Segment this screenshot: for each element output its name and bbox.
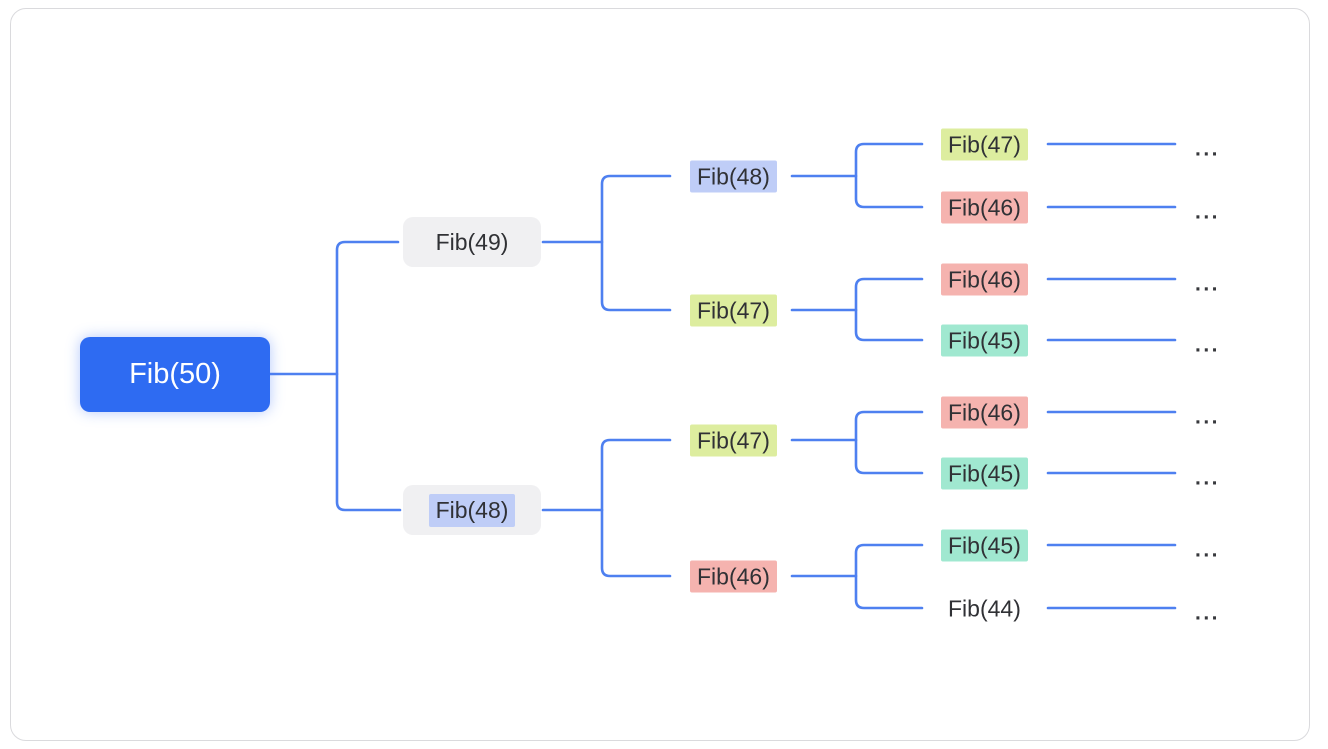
node-fib48: Fib(48) [690,160,777,193]
node-fib46: Fib(46) [941,191,1028,224]
ellipsis: ... [1195,538,1221,562]
ellipsis: ... [1195,405,1221,429]
node-fib48-memo: Fib(48) [403,485,541,535]
node-fib49: Fib(49) [403,217,541,267]
node-label: Fib(45) [941,457,1028,490]
node-fib47: Fib(47) [690,294,777,327]
ellipsis: ... [1195,601,1221,625]
ellipsis: ... [1195,333,1221,357]
connector-path [335,240,402,512]
connector-path [600,438,672,578]
node-fib47: Fib(47) [941,128,1028,161]
connector-path [854,277,924,342]
node-label: Fib(47) [690,294,777,327]
connector-path [600,174,672,312]
node-fib45: Fib(45) [941,457,1028,490]
node-label: Fib(46) [941,191,1028,224]
node-fib45: Fib(45) [941,529,1028,562]
node-label: Fib(44) [948,595,1021,622]
node-label: Fib(46) [941,396,1028,429]
card-border [10,8,1310,741]
connector-path [854,142,924,209]
node-fib44: Fib(44) [941,596,1028,623]
node-fib47: Fib(47) [690,424,777,457]
node-label: Fib(49) [435,228,509,255]
node-label: Fib(50) [129,358,221,390]
ellipsis: ... [1195,200,1221,224]
node-label: Fib(46) [690,560,777,593]
ellipsis: ... [1195,272,1221,296]
node-label: Fib(47) [941,128,1028,161]
node-label: Fib(47) [690,424,777,457]
connector-path [854,543,924,610]
node-fib46: Fib(46) [690,560,777,593]
node-label: Fib(48) [428,493,516,527]
node-label: Fib(45) [941,529,1028,562]
node-fib50-root: Fib(50) [80,337,270,412]
ellipsis: ... [1195,137,1221,161]
node-label: Fib(48) [690,160,777,193]
connector-path [854,410,924,475]
node-fib45: Fib(45) [941,324,1028,357]
node-fib46: Fib(46) [941,396,1028,429]
node-label: Fib(45) [941,324,1028,357]
node-label: Fib(46) [941,263,1028,296]
ellipsis: ... [1195,466,1221,490]
node-fib46: Fib(46) [941,263,1028,296]
